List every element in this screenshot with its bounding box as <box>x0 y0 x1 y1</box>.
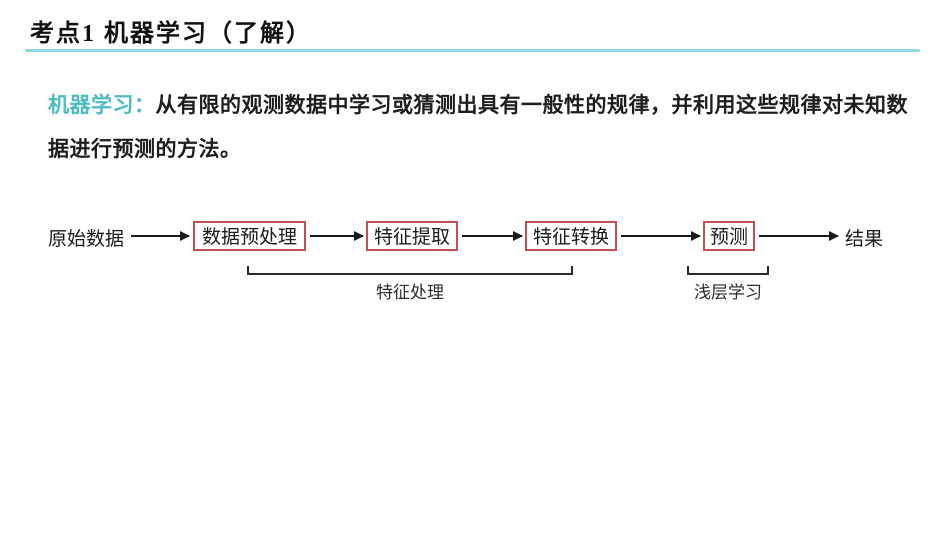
machine-learning-pipeline-diagram: 原始数据 数据预处理 特征提取 特征转换 预测 结果 特征处理 浅层学习 <box>0 200 950 330</box>
group-label-shallow-learning: 浅层学习 <box>694 283 762 302</box>
definition-body: 从有限的观测数据中学习或猜测出具有一般性的规律，并利用这些规律对未知数据进行预测… <box>48 94 908 161</box>
pipeline-output-label: 结果 <box>845 229 884 250</box>
pipeline-input-label: 原始数据 <box>48 229 125 250</box>
arrow-extract-to-transform <box>462 231 523 241</box>
pipeline-box-feature-transform[interactable]: 特征转换 <box>525 221 617 251</box>
arrow-preprocess-to-extract <box>310 231 364 241</box>
definition-paragraph: 机器学习：从有限的观测数据中学习或猜测出具有一般性的规律，并利用这些规律对未知数… <box>48 84 923 172</box>
group-bracket-shallow-learning <box>687 266 769 275</box>
pipeline-row: 原始数据 数据预处理 特征提取 特征转换 预测 结果 <box>0 200 950 260</box>
arrow-transform-to-predict <box>621 231 701 241</box>
title-divider <box>25 49 920 52</box>
group-bracket-feature-processing <box>247 266 573 275</box>
definition-term: 机器学习： <box>48 94 156 117</box>
page-title: 考点1 机器学习（了解） <box>30 21 312 47</box>
arrow-predict-to-result <box>759 231 839 241</box>
group-label-feature-processing: 特征处理 <box>376 283 444 302</box>
pipeline-box-data-preprocess[interactable]: 数据预处理 <box>193 221 306 251</box>
arrow-input-to-preprocess <box>131 231 190 241</box>
pipeline-box-feature-extract[interactable]: 特征提取 <box>366 221 458 251</box>
pipeline-box-predict[interactable]: 预测 <box>703 221 755 251</box>
